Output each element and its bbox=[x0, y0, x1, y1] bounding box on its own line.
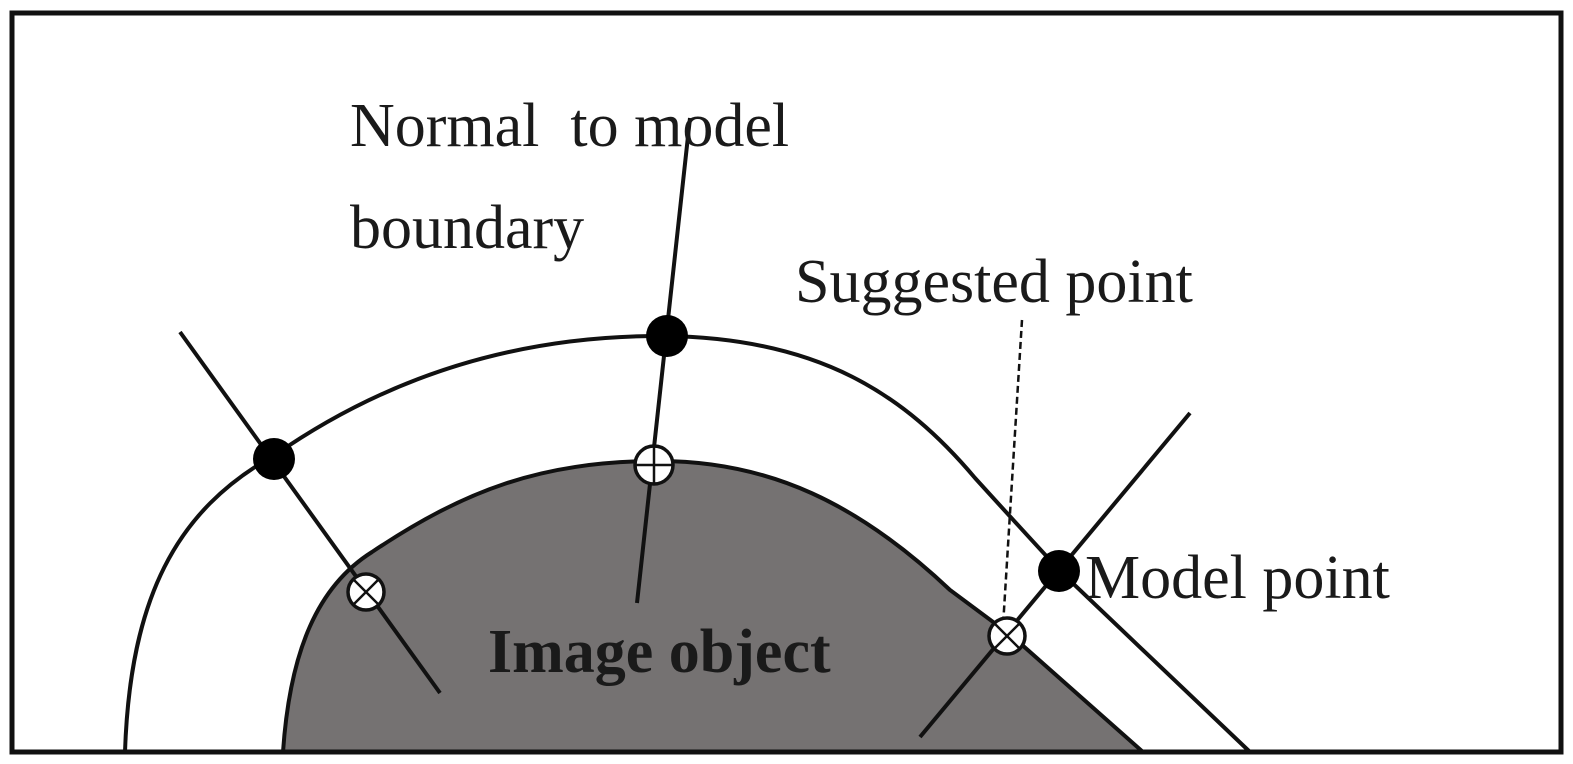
model-point-left bbox=[253, 438, 295, 480]
model-point-label: Model point bbox=[1085, 544, 1390, 612]
image-object-label: Image object bbox=[488, 618, 831, 686]
suggested-point-right bbox=[987, 616, 1027, 656]
model-point-center bbox=[646, 315, 688, 357]
normal-label-line1: Normal to model bbox=[350, 92, 789, 160]
normal-line-left bbox=[178, 330, 442, 695]
image-object-region bbox=[280, 458, 1149, 754]
suggested-point-leader bbox=[1001, 319, 1024, 627]
suggested-point-left bbox=[346, 572, 386, 612]
suggested-point-center bbox=[633, 444, 675, 486]
figure-frame bbox=[9, 10, 1564, 755]
model-point-right bbox=[1038, 550, 1080, 592]
suggested-point-label: Suggested point bbox=[795, 248, 1193, 316]
normal-label-line2: boundary bbox=[350, 194, 584, 262]
normal-line-center bbox=[635, 117, 692, 604]
model-boundary-curve bbox=[123, 333, 1252, 754]
